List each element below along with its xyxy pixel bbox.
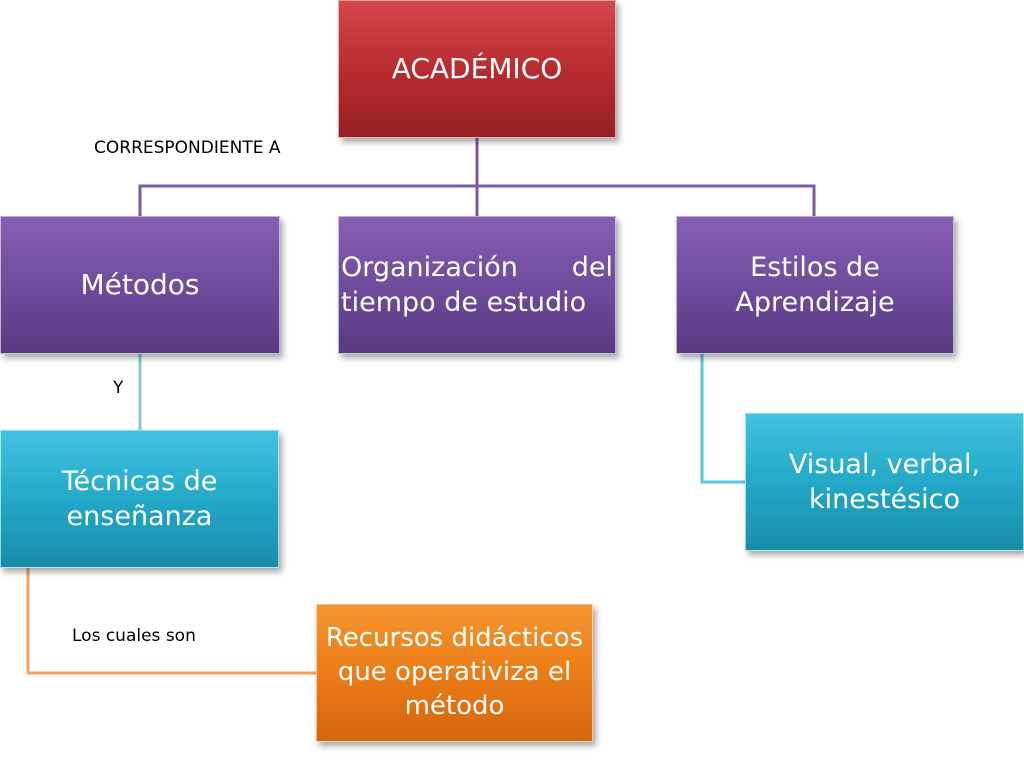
connector-academico-estilos <box>477 184 816 216</box>
node-organizacion: Organización del tiempo de estudio <box>338 216 616 354</box>
node-recursos-text: Recursos didácticos que operativiza el m… <box>325 623 584 721</box>
node-tecnicas: Técnicas de enseñanza <box>0 430 279 568</box>
node-estilos: Estilos de Aprendizaje <box>676 216 954 354</box>
label-correspondiente: CORRESPONDIENTE A <box>94 138 281 158</box>
node-tecnicas-text: Técnicas de enseñanza <box>61 465 218 532</box>
node-metodos: Métodos <box>0 216 280 354</box>
connector-estilos-visual <box>700 354 745 484</box>
connector-tecnicas-recursos <box>26 568 316 675</box>
node-recursos: Recursos didácticos que operativiza el m… <box>316 604 593 742</box>
node-academico-text: ACADÉMICO <box>391 51 563 85</box>
node-visual: Visual, verbal, kinestésico <box>745 413 1024 551</box>
label-los-cuales: Los cuales son <box>72 626 196 646</box>
connector-academico-children <box>138 138 479 216</box>
node-metodos-text: Métodos <box>80 267 200 301</box>
label-y: Y <box>113 378 124 398</box>
node-visual-text: Visual, verbal, kinestésico <box>788 448 981 515</box>
node-organizacion-text: Organización del tiempo de estudio <box>341 251 613 318</box>
node-estilos-text: Estilos de Aprendizaje <box>735 251 895 318</box>
node-academico: ACADÉMICO <box>338 0 616 138</box>
